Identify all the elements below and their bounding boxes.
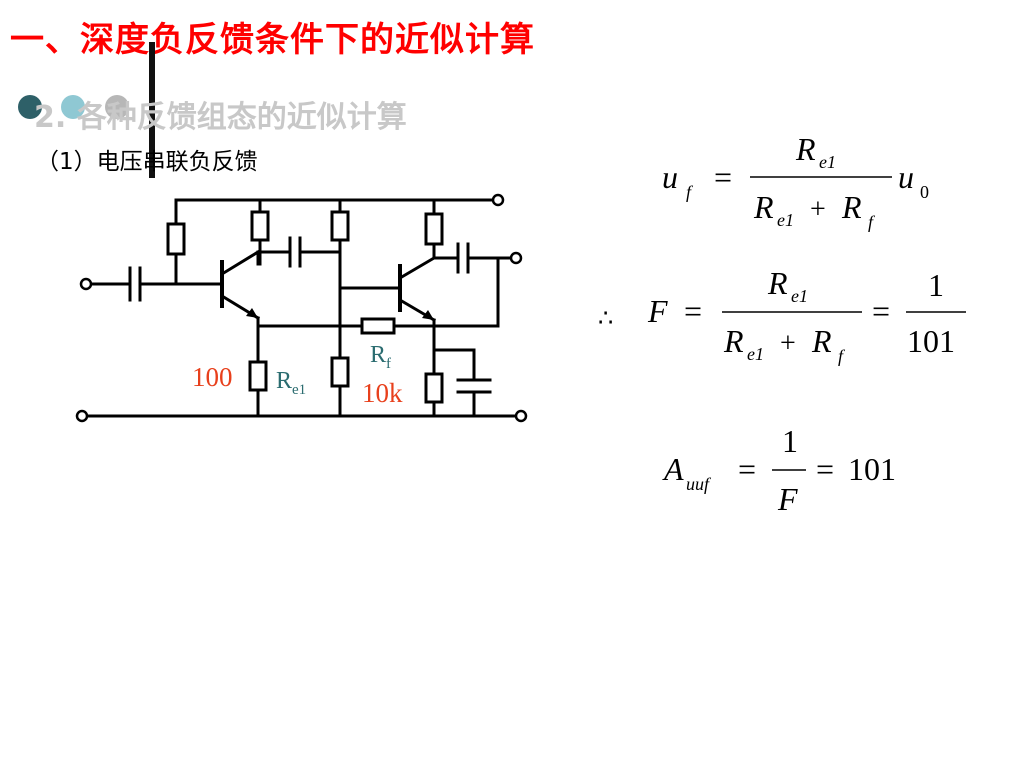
bypass-wire bbox=[432, 348, 476, 418]
eq2-plus: + bbox=[780, 328, 796, 359]
eq2-frac-num: 1 bbox=[928, 267, 944, 303]
eq2-frac-den: 101 bbox=[907, 323, 955, 359]
section-heading: （1）电压串联负反馈 bbox=[36, 149, 258, 175]
re2-resistor bbox=[424, 372, 444, 404]
eq2-num: R bbox=[767, 265, 788, 301]
eq1-den-a: R bbox=[753, 189, 774, 225]
eq1-den-b: R bbox=[841, 189, 862, 225]
eq2-den-b-sub: f bbox=[838, 346, 846, 366]
eq2-den-a-sub: e1 bbox=[747, 344, 764, 364]
eq2-num-sub: e1 bbox=[791, 286, 808, 306]
eq3-num: 1 bbox=[782, 423, 798, 459]
re1-value-label: 100 bbox=[192, 362, 233, 392]
eq1-num: R bbox=[795, 131, 816, 167]
vertical-bar-decoration bbox=[149, 42, 155, 178]
eq1-den-a-sub: e1 bbox=[777, 210, 794, 230]
rf-label: Rf bbox=[370, 342, 392, 372]
eq1-num-sub: e1 bbox=[819, 152, 836, 172]
ground-terminal-right bbox=[514, 409, 528, 423]
eq2-den-a: R bbox=[723, 323, 744, 359]
bullet-dot-light bbox=[61, 95, 85, 119]
equation-feedback-voltage: u f = R e1 R e1 + R f u 0 bbox=[662, 131, 929, 232]
input-terminal bbox=[79, 277, 93, 291]
bypass-capacitor bbox=[456, 378, 492, 394]
ground-terminal-left bbox=[75, 409, 89, 423]
equation-feedback-factor: ∴ F = R e1 R e1 + R f = 1 101 bbox=[598, 265, 966, 366]
eq2-lhs: F bbox=[647, 293, 668, 329]
rf-value-label: 10k bbox=[362, 378, 403, 408]
rf-resistor bbox=[360, 317, 396, 335]
eq1-plus: + bbox=[810, 194, 826, 225]
vcc-terminal bbox=[491, 193, 505, 207]
stage2-bias-lower-resistor bbox=[330, 356, 350, 388]
t2-emitter-arrow bbox=[422, 310, 434, 320]
equation-closed-loop-gain: A uuf = 1 F = 101 bbox=[662, 423, 896, 517]
t1-emitter-arrow bbox=[246, 308, 258, 318]
eq3-result: 101 bbox=[848, 451, 896, 487]
eq2-equals-2: = bbox=[872, 293, 890, 329]
eq2-therefore: ∴ bbox=[598, 306, 613, 332]
eq1-rhs-sub: 0 bbox=[920, 182, 929, 202]
t2-collector bbox=[397, 255, 437, 281]
eq3-equals-2: = bbox=[816, 451, 834, 487]
eq3-equals-1: = bbox=[738, 451, 756, 487]
bullet-dot-gray bbox=[105, 95, 129, 119]
page-title: 一、深度负反馈条件下的近似计算 bbox=[10, 20, 535, 60]
eq1-lhs: u bbox=[662, 159, 678, 195]
eq1-den-b-sub: f bbox=[868, 212, 876, 232]
eq1-equals: = bbox=[714, 159, 732, 195]
bullet-dot-dark bbox=[18, 95, 42, 119]
re1-resistor bbox=[248, 360, 268, 392]
eq3-den: F bbox=[777, 481, 798, 517]
eq1-rhs: u bbox=[898, 159, 914, 195]
eq2-equals-1: = bbox=[684, 293, 702, 329]
subtitle: 2. 各种反馈组态的近似计算 bbox=[34, 100, 407, 135]
output-terminal bbox=[509, 251, 523, 265]
eq3-lhs: A bbox=[662, 451, 684, 487]
eq1-lhs-sub: f bbox=[686, 182, 694, 202]
re1-label: Re1 bbox=[276, 368, 307, 398]
rc1-resistor bbox=[250, 210, 270, 242]
stage2-bias-upper-resistor bbox=[330, 210, 350, 242]
bias-resistor bbox=[166, 222, 186, 256]
eq3-lhs-sub: uuf bbox=[686, 474, 712, 494]
rc2-resistor bbox=[424, 212, 444, 246]
eq2-den-b: R bbox=[811, 323, 832, 359]
